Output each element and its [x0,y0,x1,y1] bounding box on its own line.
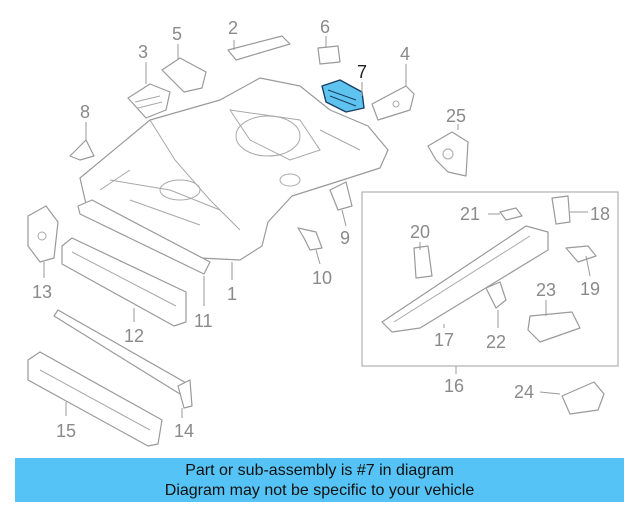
callout-25: 25 [446,106,466,126]
part-18-cap[interactable] [551,195,571,225]
part-3-bracket[interactable] [127,83,171,119]
callout-6: 6 [320,17,330,37]
part-22-bracket[interactable] [485,281,507,309]
callout-19: 19 [580,279,600,299]
banner-line-1: Part or sub-assembly is #7 in diagram [185,462,454,479]
callout-numbers: 1 2 3 4 5 6 7 8 9 10 11 12 13 14 15 16 1… [32,17,610,441]
callout-1: 1 [227,284,237,304]
callout-17: 17 [434,330,454,350]
leader-lines [43,36,591,418]
part-13-bracket[interactable] [27,205,59,263]
part-6-plate[interactable] [317,45,341,65]
callout-9: 9 [340,228,350,248]
part-24-extension[interactable] [561,381,605,415]
callout-5: 5 [172,24,182,44]
part-9-clip[interactable] [329,181,353,211]
part-23-channel[interactable] [527,311,581,343]
part-14-bar[interactable] [53,309,193,409]
assembly-16-frame [361,191,619,367]
callout-16: 16 [444,376,464,396]
callout-11: 11 [194,311,213,331]
callout-7: 7 [357,62,367,82]
part-11-rail[interactable] [77,199,211,275]
info-banner: Part or sub-assembly is #7 in diagram Di… [15,458,624,502]
part-8-gusset[interactable] [69,139,95,161]
part-7-highlighted[interactable] [321,79,365,113]
part-20-plate[interactable] [413,245,433,279]
callout-21: 21 [460,204,480,224]
part-21-patch[interactable] [499,207,523,221]
part-25-bracket[interactable] [427,131,469,177]
parts-diagram: 1 2 3 4 5 6 7 8 9 10 11 12 13 14 15 16 1… [27,17,619,447]
callout-13: 13 [32,282,52,302]
callout-24: 24 [514,382,534,402]
banner-line-2: Diagram may not be specific to your vehi… [164,482,475,499]
callout-15: 15 [56,421,76,441]
part-10-brace[interactable] [297,227,323,251]
callout-8: 8 [80,102,90,122]
callout-12: 12 [124,326,144,346]
callout-2: 2 [228,18,238,38]
part-5-support[interactable] [161,57,207,93]
callout-23: 23 [536,280,556,300]
callout-4: 4 [400,44,410,64]
part-12-sill[interactable] [61,237,187,327]
part-15-reinforcement[interactable] [27,351,163,447]
part-19-bracket[interactable] [565,245,597,263]
callout-20: 20 [410,222,430,242]
part-17-rail[interactable] [381,225,549,333]
callout-22: 22 [486,332,506,352]
callout-18: 18 [590,204,610,224]
callout-14: 14 [174,421,194,441]
part-4-member[interactable] [371,85,415,121]
callout-10: 10 [312,268,332,288]
callout-3: 3 [138,42,148,62]
part-2-brace[interactable] [227,35,291,61]
